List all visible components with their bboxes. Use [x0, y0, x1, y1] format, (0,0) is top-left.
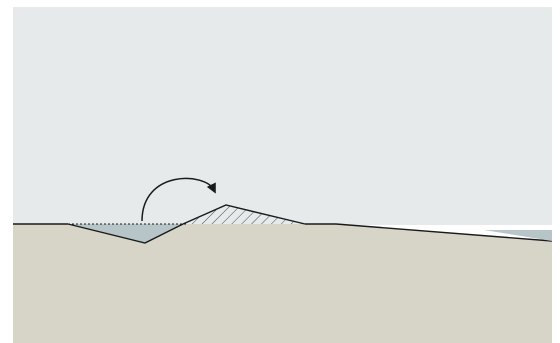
ground-region — [13, 224, 552, 343]
sky-region — [13, 7, 552, 225]
